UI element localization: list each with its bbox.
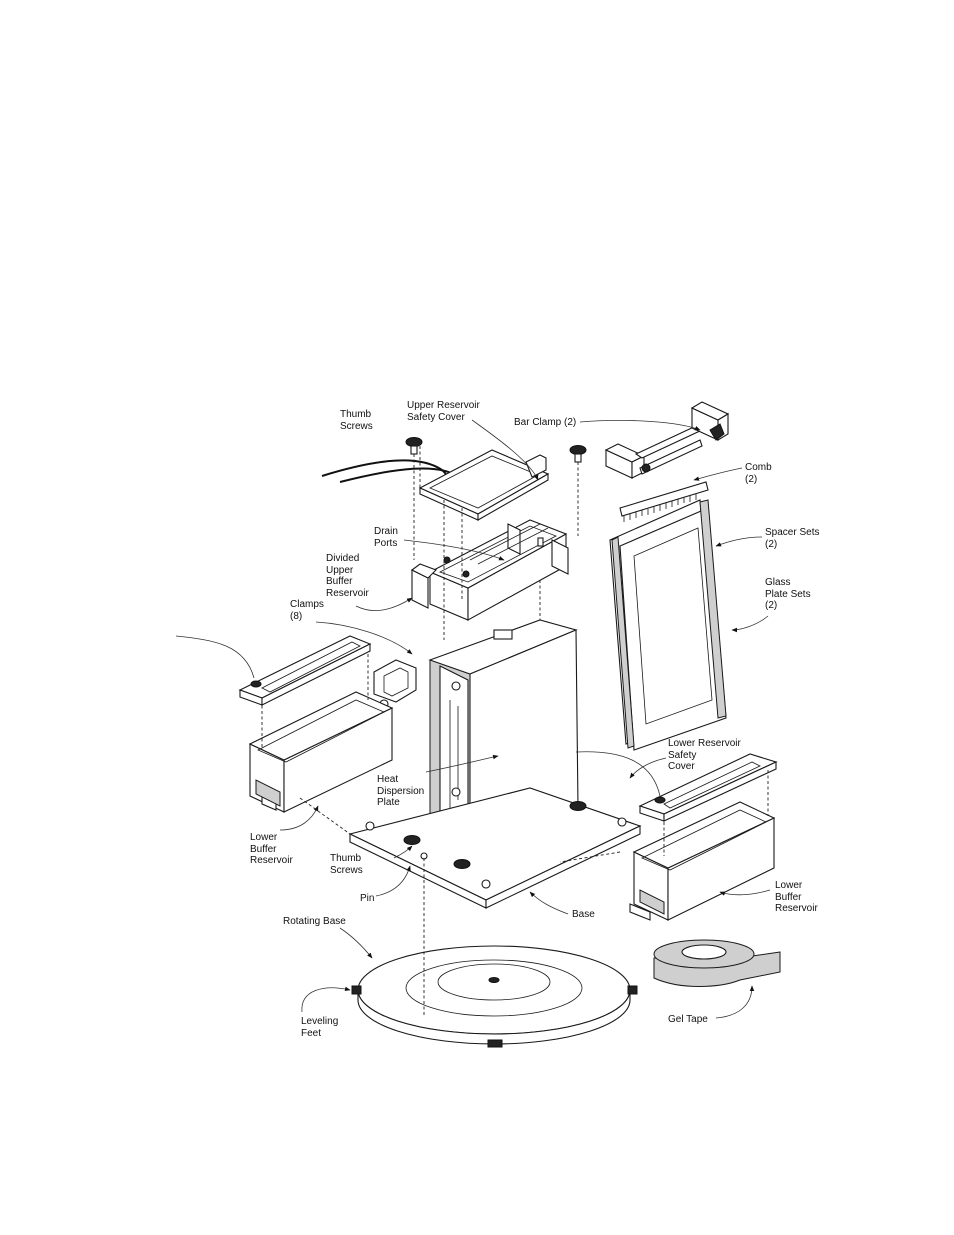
label-bar-clamp: Bar Clamp (2) (514, 417, 577, 428)
clamp (373, 659, 417, 709)
divided-upper-buffer-reservoir (410, 519, 569, 621)
label-thumb-screws-bottom: Thumb Screws (330, 853, 363, 876)
alignment-lines (261, 446, 769, 1016)
label-lower-reservoir-safety-cover: Lower Reservoir Safety Cover (668, 738, 741, 772)
bar-clamp (604, 401, 730, 479)
comb (619, 481, 709, 522)
label-gel-tape: Gel Tape (668, 1014, 708, 1025)
label-divided-upper-buffer-reservoir: Divided Upper Buffer Reservoir (326, 553, 369, 599)
lower-reservoir-safety-cover-right (575, 751, 778, 822)
label-lower-buffer-reservoir-right: Lower Buffer Reservoir (775, 880, 818, 914)
label-drain-ports: Drain Ports (374, 526, 398, 549)
base-plate (348, 787, 642, 909)
label-base: Base (572, 909, 595, 920)
label-heat-dispersion-plate: Heat Dispersion Plate (377, 774, 425, 808)
gel-tape (653, 939, 781, 987)
thumb-screw-top-right (569, 445, 587, 463)
glass-plate-sets (609, 499, 727, 751)
label-spacer-sets: Spacer Sets (2) (765, 527, 820, 550)
label-clamps: Clamps (8) (290, 599, 324, 622)
lower-buffer-reservoir-right (629, 801, 776, 921)
lower-buffer-reservoir-left (248, 691, 394, 813)
leader-arrows (279, 419, 771, 1019)
label-leveling-feet: Leveling Feet (301, 1016, 339, 1039)
rotating-base (351, 945, 638, 1048)
lower-reservoir-safety-cover-left (175, 635, 372, 706)
label-lower-buffer-reservoir-left: Lower Buffer Reservoir (250, 832, 293, 866)
label-glass-plate-sets: Glass Plate Sets (2) (765, 577, 811, 611)
upper-reservoir-safety-cover (418, 449, 550, 521)
label-rotating-base: Rotating Base (283, 916, 346, 927)
heat-dispersion-plate (428, 619, 579, 861)
thumb-screws-bottom (403, 801, 587, 869)
label-thumb-screws-top: Thumb Screws (340, 409, 373, 432)
label-pin: Pin (360, 893, 375, 904)
label-comb: Comb (2) (745, 462, 772, 485)
label-upper-reservoir-safety-cover: Upper Reservoir Safety Cover (407, 400, 480, 423)
